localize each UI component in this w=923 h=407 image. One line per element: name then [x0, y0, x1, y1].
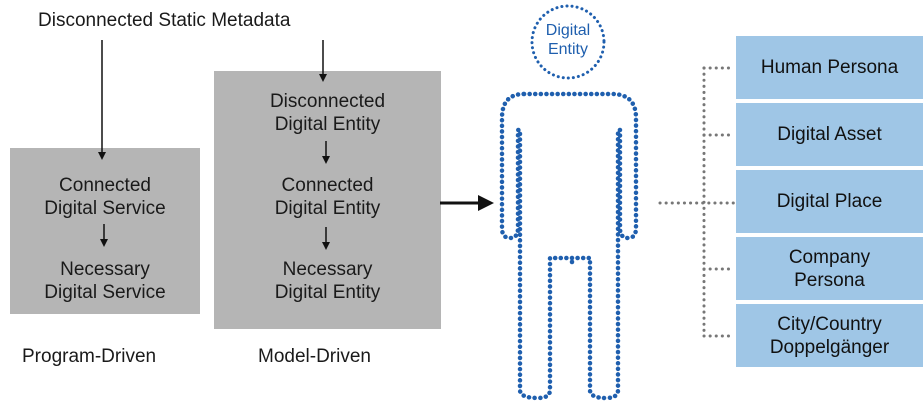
necessary-digital-service-label: Necessary Digital Service	[44, 259, 166, 303]
persona-box-place: Digital Place	[736, 170, 923, 233]
entity-body-outline	[499, 91, 639, 401]
digital-entity-head-label: Digital Entity	[545, 22, 591, 58]
top-label: Disconnected Static Metadata	[38, 10, 291, 31]
persona-box-asset: Digital Asset	[736, 103, 923, 166]
persona-box-human: Human Persona	[736, 36, 923, 99]
necessary-digital-entity-label: Necessary Digital Entity	[274, 259, 381, 303]
connected-digital-entity-label: Connected Digital Entity	[274, 175, 381, 219]
entity-head	[530, 4, 606, 80]
disconnected-digital-entity-label: Disconnected Digital Entity	[269, 91, 386, 135]
model-driven-caption: Model-Driven	[258, 346, 371, 367]
program-driven-box	[10, 148, 200, 314]
model-driven-box	[214, 71, 441, 329]
program-driven-caption: Program-Driven	[22, 346, 157, 367]
persona-connectors	[658, 66, 736, 338]
connected-digital-service-label: Connected Digital Service	[44, 175, 166, 219]
